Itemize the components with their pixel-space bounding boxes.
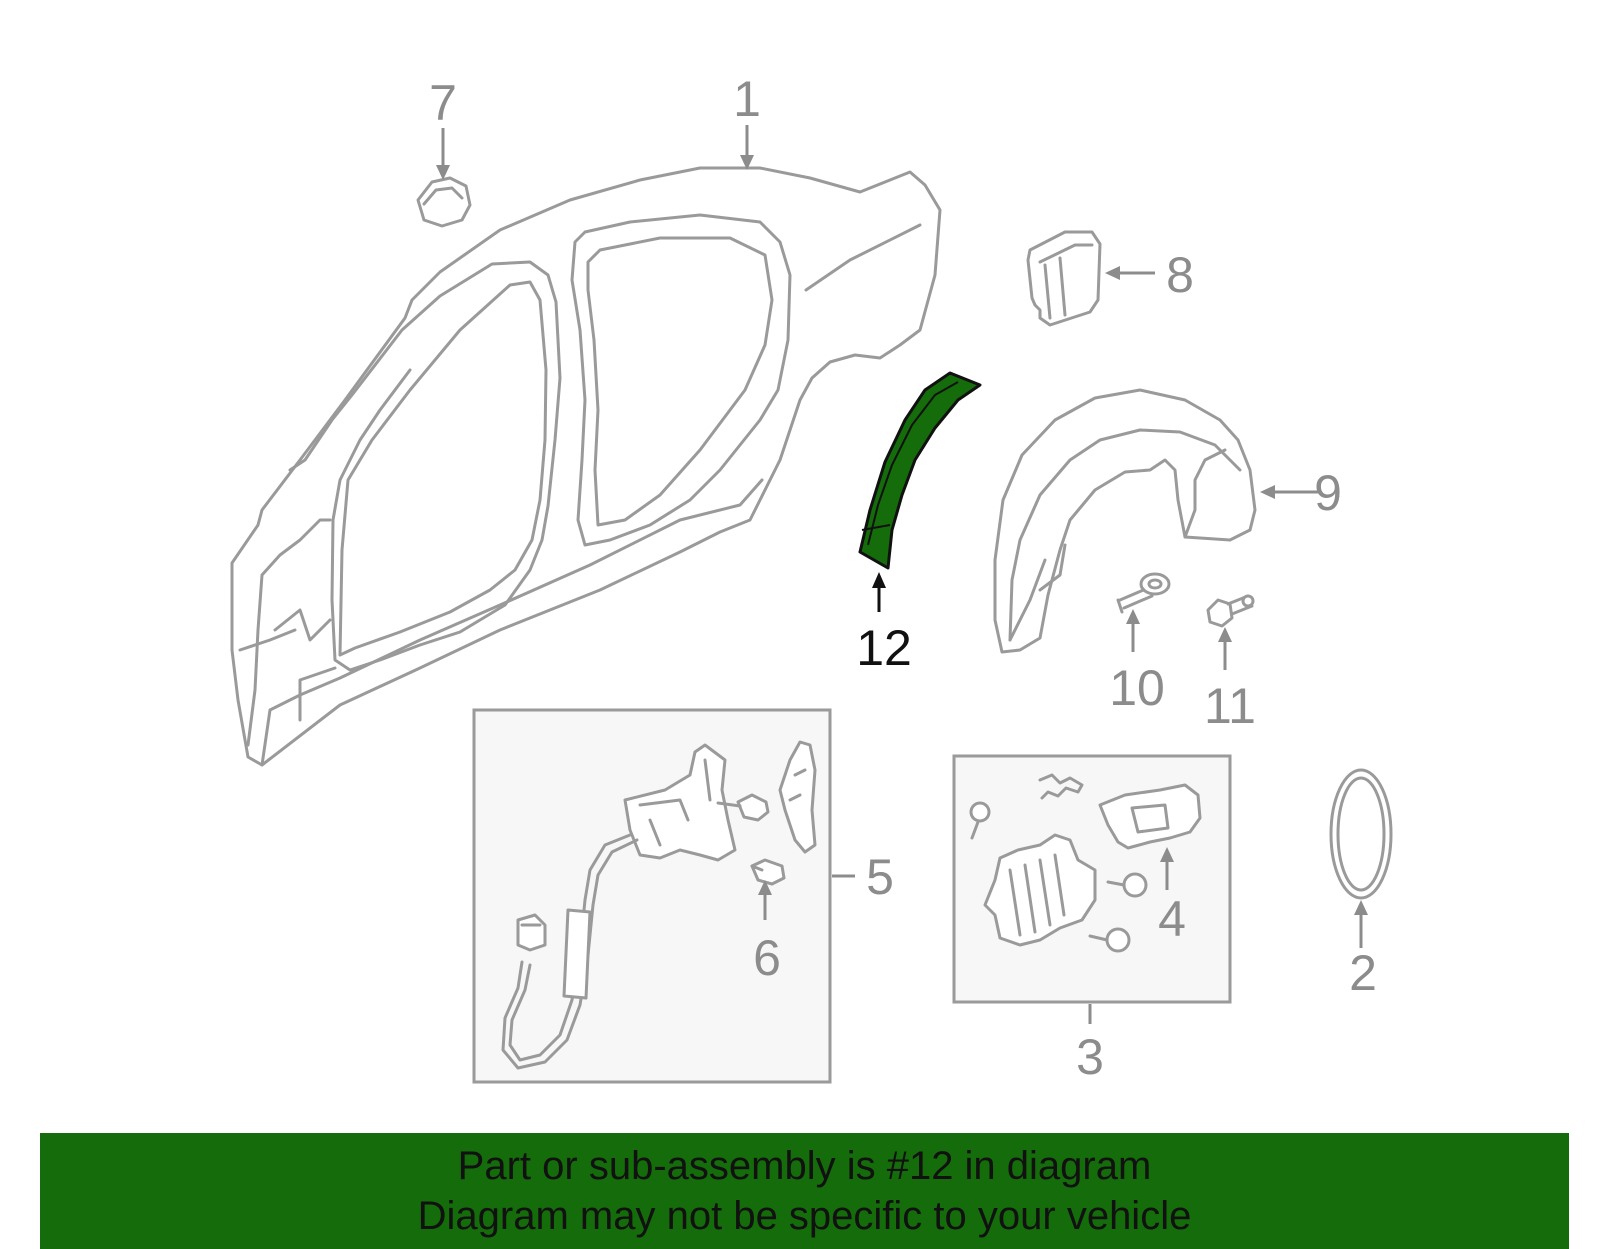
callout-12: 12 bbox=[856, 620, 912, 676]
parts-diagram: 7 1 8 9 12 10 11 5 6 4 3 2 bbox=[230, 71, 1393, 1085]
callout-3: 3 bbox=[1076, 1029, 1104, 1085]
part-9-wheelhouse-liner[interactable] bbox=[993, 388, 1257, 654]
callout-6: 6 bbox=[753, 930, 781, 986]
callout-4: 4 bbox=[1158, 891, 1186, 947]
callout-11: 11 bbox=[1204, 678, 1256, 734]
callout-8: 8 bbox=[1166, 247, 1194, 303]
part-10-push-pin[interactable] bbox=[1116, 572, 1171, 614]
banner-line-disclaimer: Diagram may not be specific to your vehi… bbox=[417, 1194, 1192, 1238]
part-5-assembly-box[interactable] bbox=[472, 708, 832, 1084]
leader-arrows bbox=[436, 125, 1368, 1024]
callout-2: 2 bbox=[1349, 945, 1377, 1001]
info-banner: Part or sub-assembly is #12 in diagram D… bbox=[40, 1133, 1569, 1249]
part-2-gasket[interactable] bbox=[1329, 768, 1393, 900]
callout-1: 1 bbox=[733, 71, 761, 127]
callout-5: 5 bbox=[866, 849, 894, 905]
callout-7: 7 bbox=[429, 75, 457, 131]
part-12-highlighted[interactable] bbox=[858, 371, 982, 570]
part-8-housing[interactable] bbox=[1026, 230, 1102, 327]
part-7-plug[interactable] bbox=[416, 176, 472, 228]
banner-line-part: Part or sub-assembly is #12 in diagram bbox=[457, 1144, 1152, 1188]
part-3-assembly-box[interactable] bbox=[952, 754, 1232, 1004]
callout-10: 10 bbox=[1109, 660, 1165, 716]
part-11-bolt[interactable] bbox=[1206, 594, 1255, 628]
callout-9: 9 bbox=[1314, 465, 1342, 521]
part-1-body-side-panel[interactable] bbox=[230, 166, 942, 767]
